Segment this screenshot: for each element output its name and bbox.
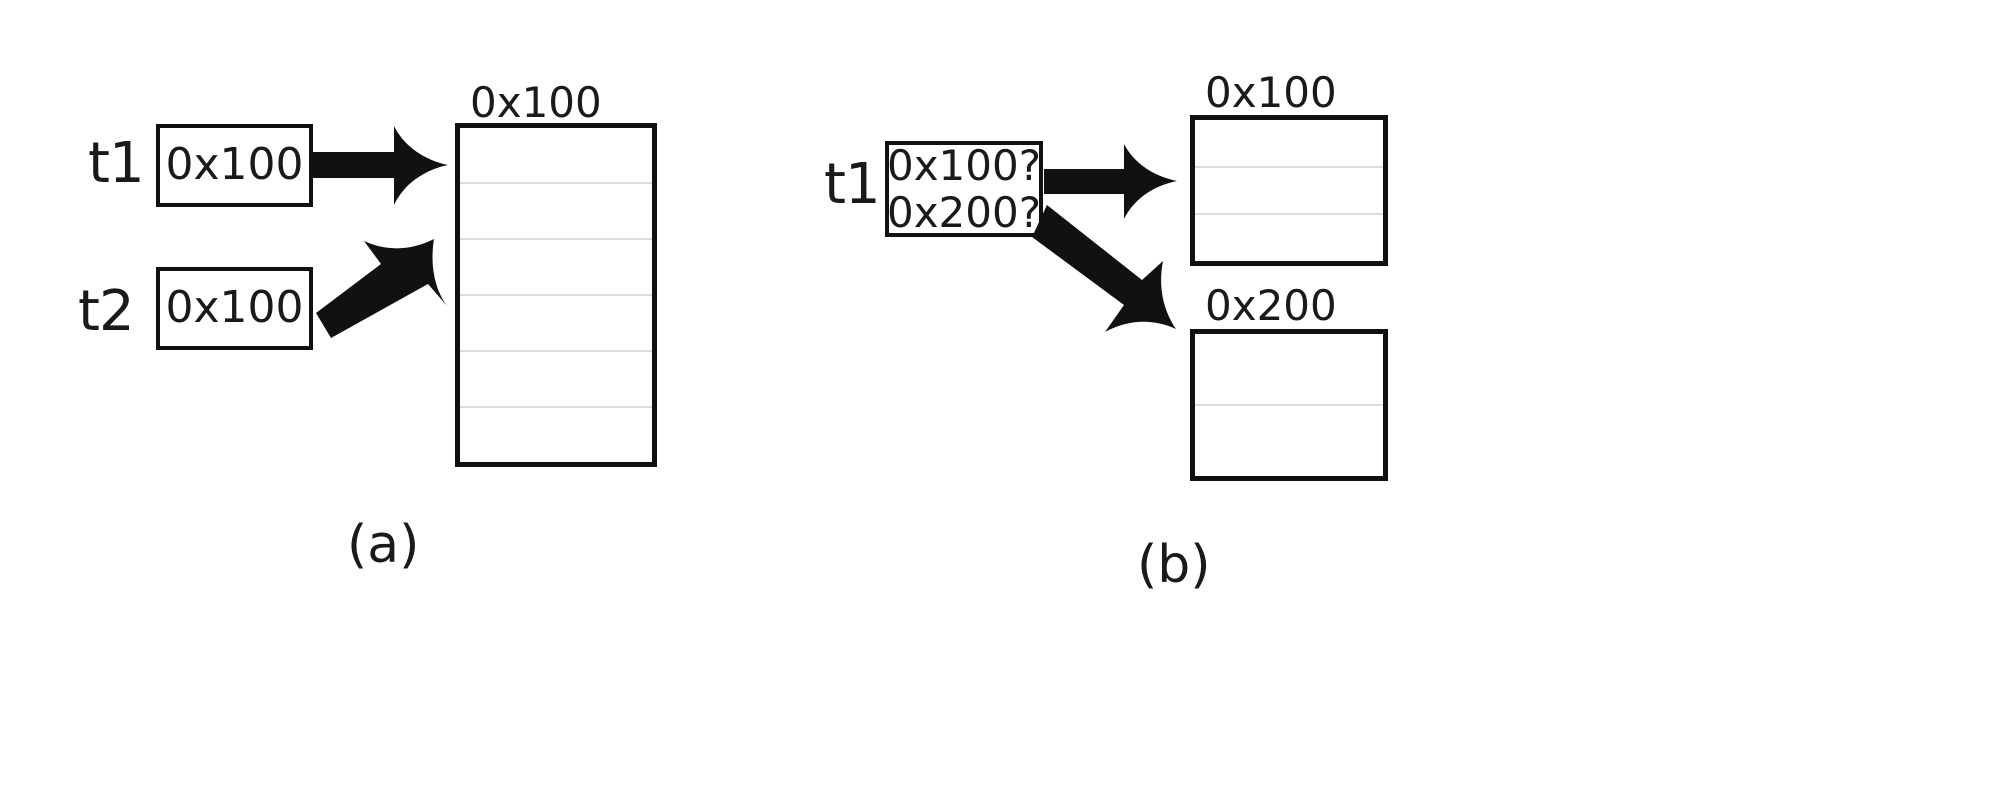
memory-label-0x100-b: 0x100 bbox=[1205, 68, 1337, 117]
thread-label-t1-b: t1 bbox=[824, 152, 881, 217]
memory-label-0x100-a: 0x100 bbox=[470, 78, 602, 127]
pointer-value-t1-b-line2: 0x200? bbox=[886, 188, 1042, 237]
memory-block-0x100-a[interactable] bbox=[455, 123, 657, 467]
memory-block-0x100-b[interactable] bbox=[1190, 115, 1388, 266]
memory-row bbox=[1195, 120, 1383, 168]
pointer-value-t1-a: 0x100 bbox=[165, 139, 304, 191]
memory-row bbox=[460, 352, 652, 408]
memory-row bbox=[1195, 406, 1383, 476]
pointer-box-t2-a[interactable]: 0x100 bbox=[156, 267, 313, 350]
pointer-box-t1-a[interactable]: 0x100 bbox=[156, 124, 313, 207]
arrow-t2-to-0x100-a bbox=[316, 239, 447, 338]
arrow-t1-to-0x100-b bbox=[1044, 144, 1177, 219]
memory-row bbox=[460, 128, 652, 184]
memory-block-0x200-b[interactable] bbox=[1190, 329, 1388, 481]
pointer-value-t2-a: 0x100 bbox=[165, 282, 304, 334]
thread-label-t2-a: t2 bbox=[78, 279, 135, 344]
panel-b: t1 0x100? 0x200? 0x100 0x200 bbox=[824, 0, 2000, 787]
memory-row bbox=[460, 408, 652, 462]
memory-row bbox=[1195, 334, 1383, 406]
arrow-layer-b bbox=[1032, 144, 1177, 332]
pointer-box-t1-b[interactable]: 0x100? 0x200? bbox=[885, 141, 1043, 237]
caption-a: (a) bbox=[347, 515, 420, 575]
arrow-t1-to-0x100-a bbox=[313, 126, 448, 205]
memory-label-0x200-b: 0x200 bbox=[1205, 281, 1337, 330]
panel-a: t1 0x100 t2 0x100 0x100 bbox=[78, 78, 657, 575]
memory-row bbox=[1195, 215, 1383, 261]
memory-row bbox=[460, 240, 652, 296]
caption-b: (b) bbox=[1137, 535, 1211, 595]
thread-label-t1-a: t1 bbox=[88, 131, 145, 196]
memory-row bbox=[460, 296, 652, 352]
pointer-value-t1-b-line1: 0x100? bbox=[886, 140, 1042, 190]
memory-row bbox=[1195, 168, 1383, 216]
arrow-t1-to-0x200-b bbox=[1032, 205, 1176, 332]
memory-row bbox=[460, 184, 652, 240]
